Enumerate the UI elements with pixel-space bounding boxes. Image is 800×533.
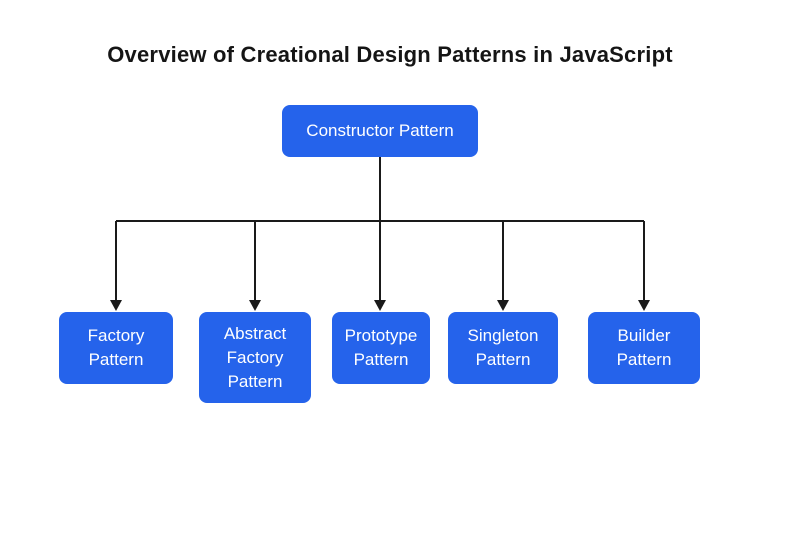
arrow-down-icon bbox=[249, 300, 261, 311]
diagram-title: Overview of Creational Design Patterns i… bbox=[107, 42, 673, 67]
node-prototype-pattern: Prototype Pattern bbox=[332, 312, 430, 384]
node-factory-pattern: Factory Pattern bbox=[59, 312, 173, 384]
arrow-down-icon bbox=[110, 300, 122, 311]
node-singleton-pattern: Singleton Pattern bbox=[448, 312, 558, 384]
node-builder-pattern: Builder Pattern bbox=[588, 312, 700, 384]
arrow-down-icon bbox=[374, 300, 386, 311]
arrow-down-icon bbox=[638, 300, 650, 311]
node-abstract-factory-pattern: Abstract Factory Pattern bbox=[199, 312, 311, 403]
node-constructor-pattern: Constructor Pattern bbox=[282, 105, 478, 157]
arrow-down-icon bbox=[497, 300, 509, 311]
